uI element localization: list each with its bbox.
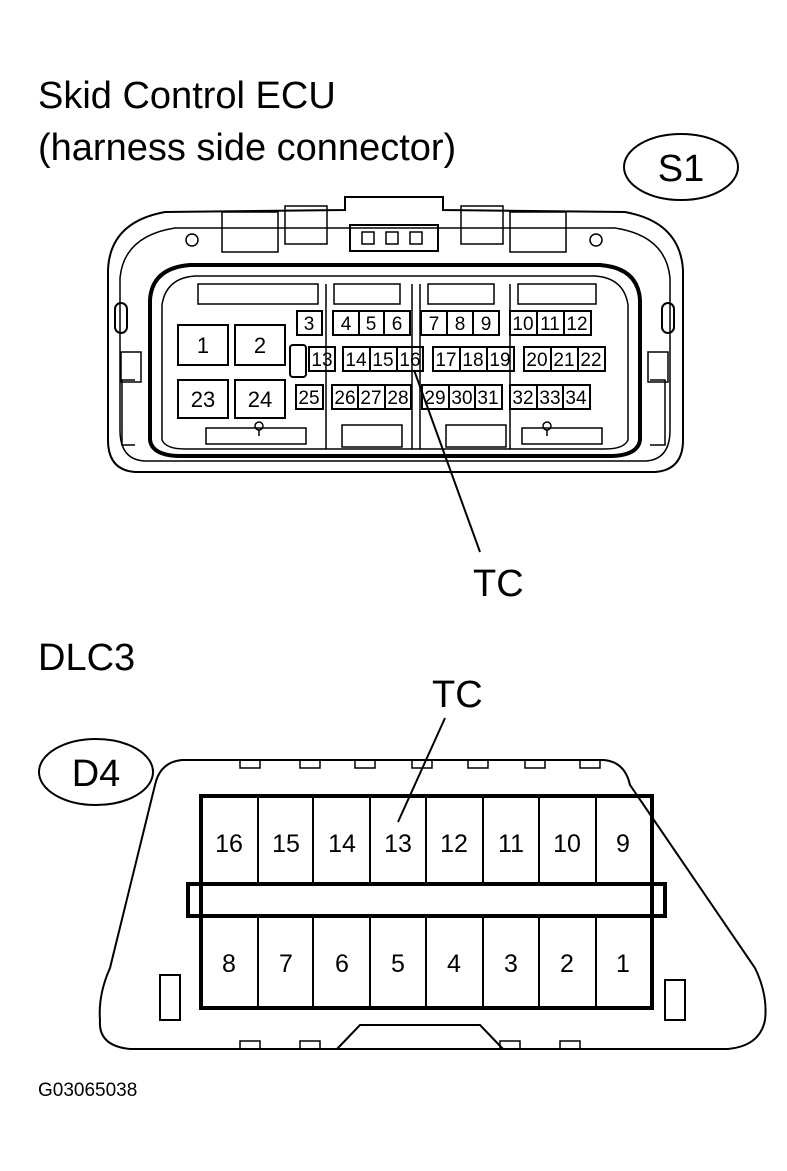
ecu-pin-label: 2 (254, 333, 266, 358)
ecu-pin-label: 4 (341, 314, 352, 335)
dlc-pin-label: 8 (222, 950, 236, 978)
ecu-pin-label: 17 (435, 350, 456, 371)
dlc-pin-row-top: 16 15 14 13 12 11 10 9 (215, 796, 630, 884)
ecu-pin-row-3: 25 26 27 28 29 30 31 32 33 34 (295, 384, 591, 410)
ecu-pin-label: 14 (345, 350, 367, 371)
figure-code: G03065038 (38, 1080, 137, 1101)
dlc-pin-label: 1 (616, 950, 630, 978)
ecu-pin-label: 26 (334, 388, 355, 409)
ecu-pin-label: 30 (451, 388, 472, 409)
ecu-pin-label: 33 (539, 388, 560, 409)
ecu-pin-label: 19 (489, 350, 510, 371)
dlc-pin-label: 6 (335, 950, 349, 978)
ecu-subtitle: (harness side connector) (38, 127, 456, 169)
dlc-tc-label: TC (432, 674, 483, 716)
dlc-pin-label: 16 (215, 830, 243, 858)
ecu-connector-code-badge: S1 (623, 133, 739, 201)
ecu-pin-label: 34 (565, 388, 587, 409)
dlc-pin-label: 12 (440, 830, 468, 858)
dlc-pin-label: 15 (272, 830, 300, 858)
dlc-pin-label: 14 (328, 830, 356, 858)
dlc-pin-label: 3 (504, 950, 518, 978)
ecu-pin-label: 20 (526, 350, 547, 371)
ecu-pin-label: 27 (360, 388, 381, 409)
dlc-pin-label: 2 (560, 950, 574, 978)
ecu-pin-label: 28 (387, 388, 408, 409)
ecu-pin-label: 6 (392, 314, 403, 335)
ecu-large-pins: 1 2 23 24 (177, 324, 286, 419)
ecu-tc-leader-line (413, 369, 481, 553)
dlc-pin-label: 10 (553, 830, 581, 858)
dlc-pin-label: 9 (616, 830, 630, 858)
ecu-pin-label: 32 (512, 388, 533, 409)
ecu-pin-label: 22 (580, 350, 601, 371)
ecu-pin-label: 18 (462, 350, 483, 371)
ecu-pin-label: 9 (481, 314, 492, 335)
dlc-pin-row-bottom: 8 7 6 5 4 3 2 1 (222, 916, 630, 1008)
ecu-pin-label: 21 (553, 350, 574, 371)
ecu-pin-label: 3 (304, 314, 315, 335)
ecu-pin-label: 13 (311, 350, 332, 371)
ecu-pin-label: 23 (191, 387, 215, 412)
ecu-pin-label: 1 (197, 333, 209, 358)
dlc-connector-code: D4 (72, 753, 121, 795)
ecu-pin-label: 11 (540, 314, 560, 335)
ecu-pin-label: 7 (429, 314, 440, 335)
dlc-pin-label: 13 (384, 830, 412, 858)
ecu-pin-row-1: 3 4 5 6 7 8 9 10 11 12 (296, 310, 592, 336)
dlc-pin-label: 7 (279, 950, 293, 978)
ecu-pin-label: 24 (248, 387, 272, 412)
ecu-connector-code: S1 (658, 148, 704, 190)
ecu-pin-label: 29 (424, 388, 445, 409)
dlc-pin-label: 5 (391, 950, 405, 978)
ecu-title: Skid Control ECU (38, 75, 336, 117)
ecu-pin-label: 10 (512, 314, 533, 335)
dlc-tc-leader-line (397, 717, 446, 823)
ecu-pin-label: 12 (566, 314, 587, 335)
ecu-pin-label: 8 (455, 314, 466, 335)
ecu-pin-label: 25 (298, 388, 319, 409)
ecu-tc-label: TC (473, 563, 524, 605)
dlc-connector-code-badge: D4 (38, 738, 154, 806)
dlc-connector-body (98, 759, 767, 1050)
ecu-pin-label: 31 (477, 388, 498, 409)
dlc-pin-label: 4 (447, 950, 461, 978)
ecu-pin-label: 15 (372, 350, 393, 371)
ecu-pin-label: 16 (399, 350, 420, 371)
dlc-title: DLC3 (38, 637, 135, 679)
ecu-pin-label: 5 (366, 314, 377, 335)
ecu-pin-row-2: 13 14 15 16 17 18 19 20 21 22 (308, 346, 606, 372)
dlc-pin-label: 11 (498, 830, 524, 858)
